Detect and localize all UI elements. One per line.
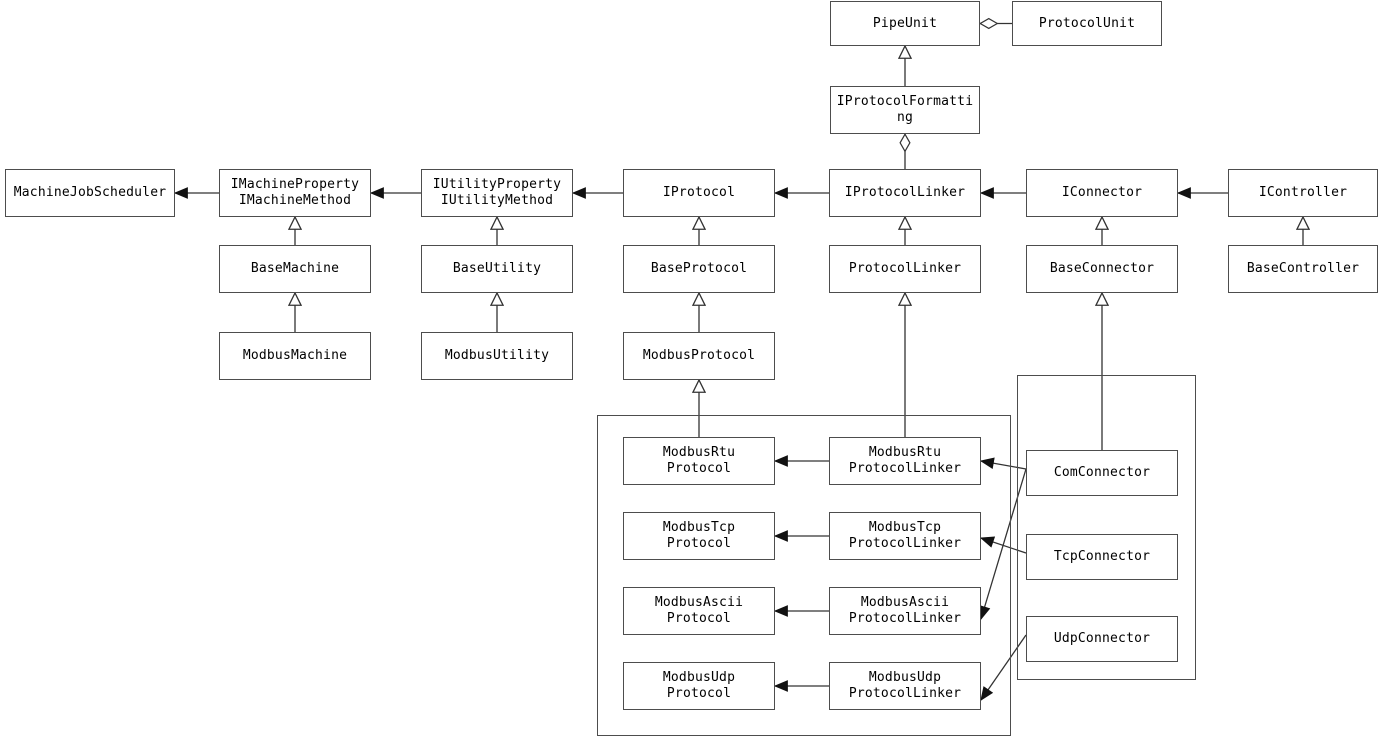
class-box-base-controller[interactable]: BaseController: [1228, 245, 1378, 293]
class-box-iprotocol-formatting[interactable]: IProtocolFormatti ng: [830, 86, 980, 134]
class-box-protocol-linker[interactable]: ProtocolLinker: [829, 245, 981, 293]
class-box-base-protocol[interactable]: BaseProtocol: [623, 245, 775, 293]
class-box-modbus-machine[interactable]: ModbusMachine: [219, 332, 371, 380]
class-box-modbus-rtu-protocol-linker[interactable]: ModbusRtu ProtocolLinker: [829, 437, 981, 485]
class-box-base-utility[interactable]: BaseUtility: [421, 245, 573, 293]
class-box-base-connector[interactable]: BaseConnector: [1026, 245, 1178, 293]
class-box-base-machine[interactable]: BaseMachine: [219, 245, 371, 293]
class-box-machine-job-scheduler[interactable]: MachineJobScheduler: [5, 169, 175, 217]
class-box-imachine-property[interactable]: IMachineProperty IMachineMethod: [219, 169, 371, 217]
class-box-modbus-utility[interactable]: ModbusUtility: [421, 332, 573, 380]
class-box-tcp-connector[interactable]: TcpConnector: [1026, 534, 1178, 580]
class-box-iutility-property[interactable]: IUtilityProperty IUtilityMethod: [421, 169, 573, 217]
class-box-modbus-rtu-protocol[interactable]: ModbusRtu Protocol: [623, 437, 775, 485]
class-box-modbus-ascii-protocol-linker[interactable]: ModbusAscii ProtocolLinker: [829, 587, 981, 635]
class-box-iconnector[interactable]: IConnector: [1026, 169, 1178, 217]
class-box-modbus-ascii-protocol[interactable]: ModbusAscii Protocol: [623, 587, 775, 635]
class-box-udp-connector[interactable]: UdpConnector: [1026, 616, 1178, 662]
class-box-pipe-unit[interactable]: PipeUnit: [830, 1, 980, 46]
class-box-modbus-udp-protocol-linker[interactable]: ModbusUdp ProtocolLinker: [829, 662, 981, 710]
class-box-modbus-tcp-protocol-linker[interactable]: ModbusTcp ProtocolLinker: [829, 512, 981, 560]
class-box-icontroller[interactable]: IController: [1228, 169, 1378, 217]
class-box-protocol-unit[interactable]: ProtocolUnit: [1012, 1, 1162, 46]
class-box-modbus-protocol[interactable]: ModbusProtocol: [623, 332, 775, 380]
class-box-iprotocol-linker[interactable]: IProtocolLinker: [829, 169, 981, 217]
class-box-modbus-udp-protocol[interactable]: ModbusUdp Protocol: [623, 662, 775, 710]
class-box-modbus-tcp-protocol[interactable]: ModbusTcp Protocol: [623, 512, 775, 560]
class-box-iprotocol[interactable]: IProtocol: [623, 169, 775, 217]
class-box-com-connector[interactable]: ComConnector: [1026, 450, 1178, 496]
